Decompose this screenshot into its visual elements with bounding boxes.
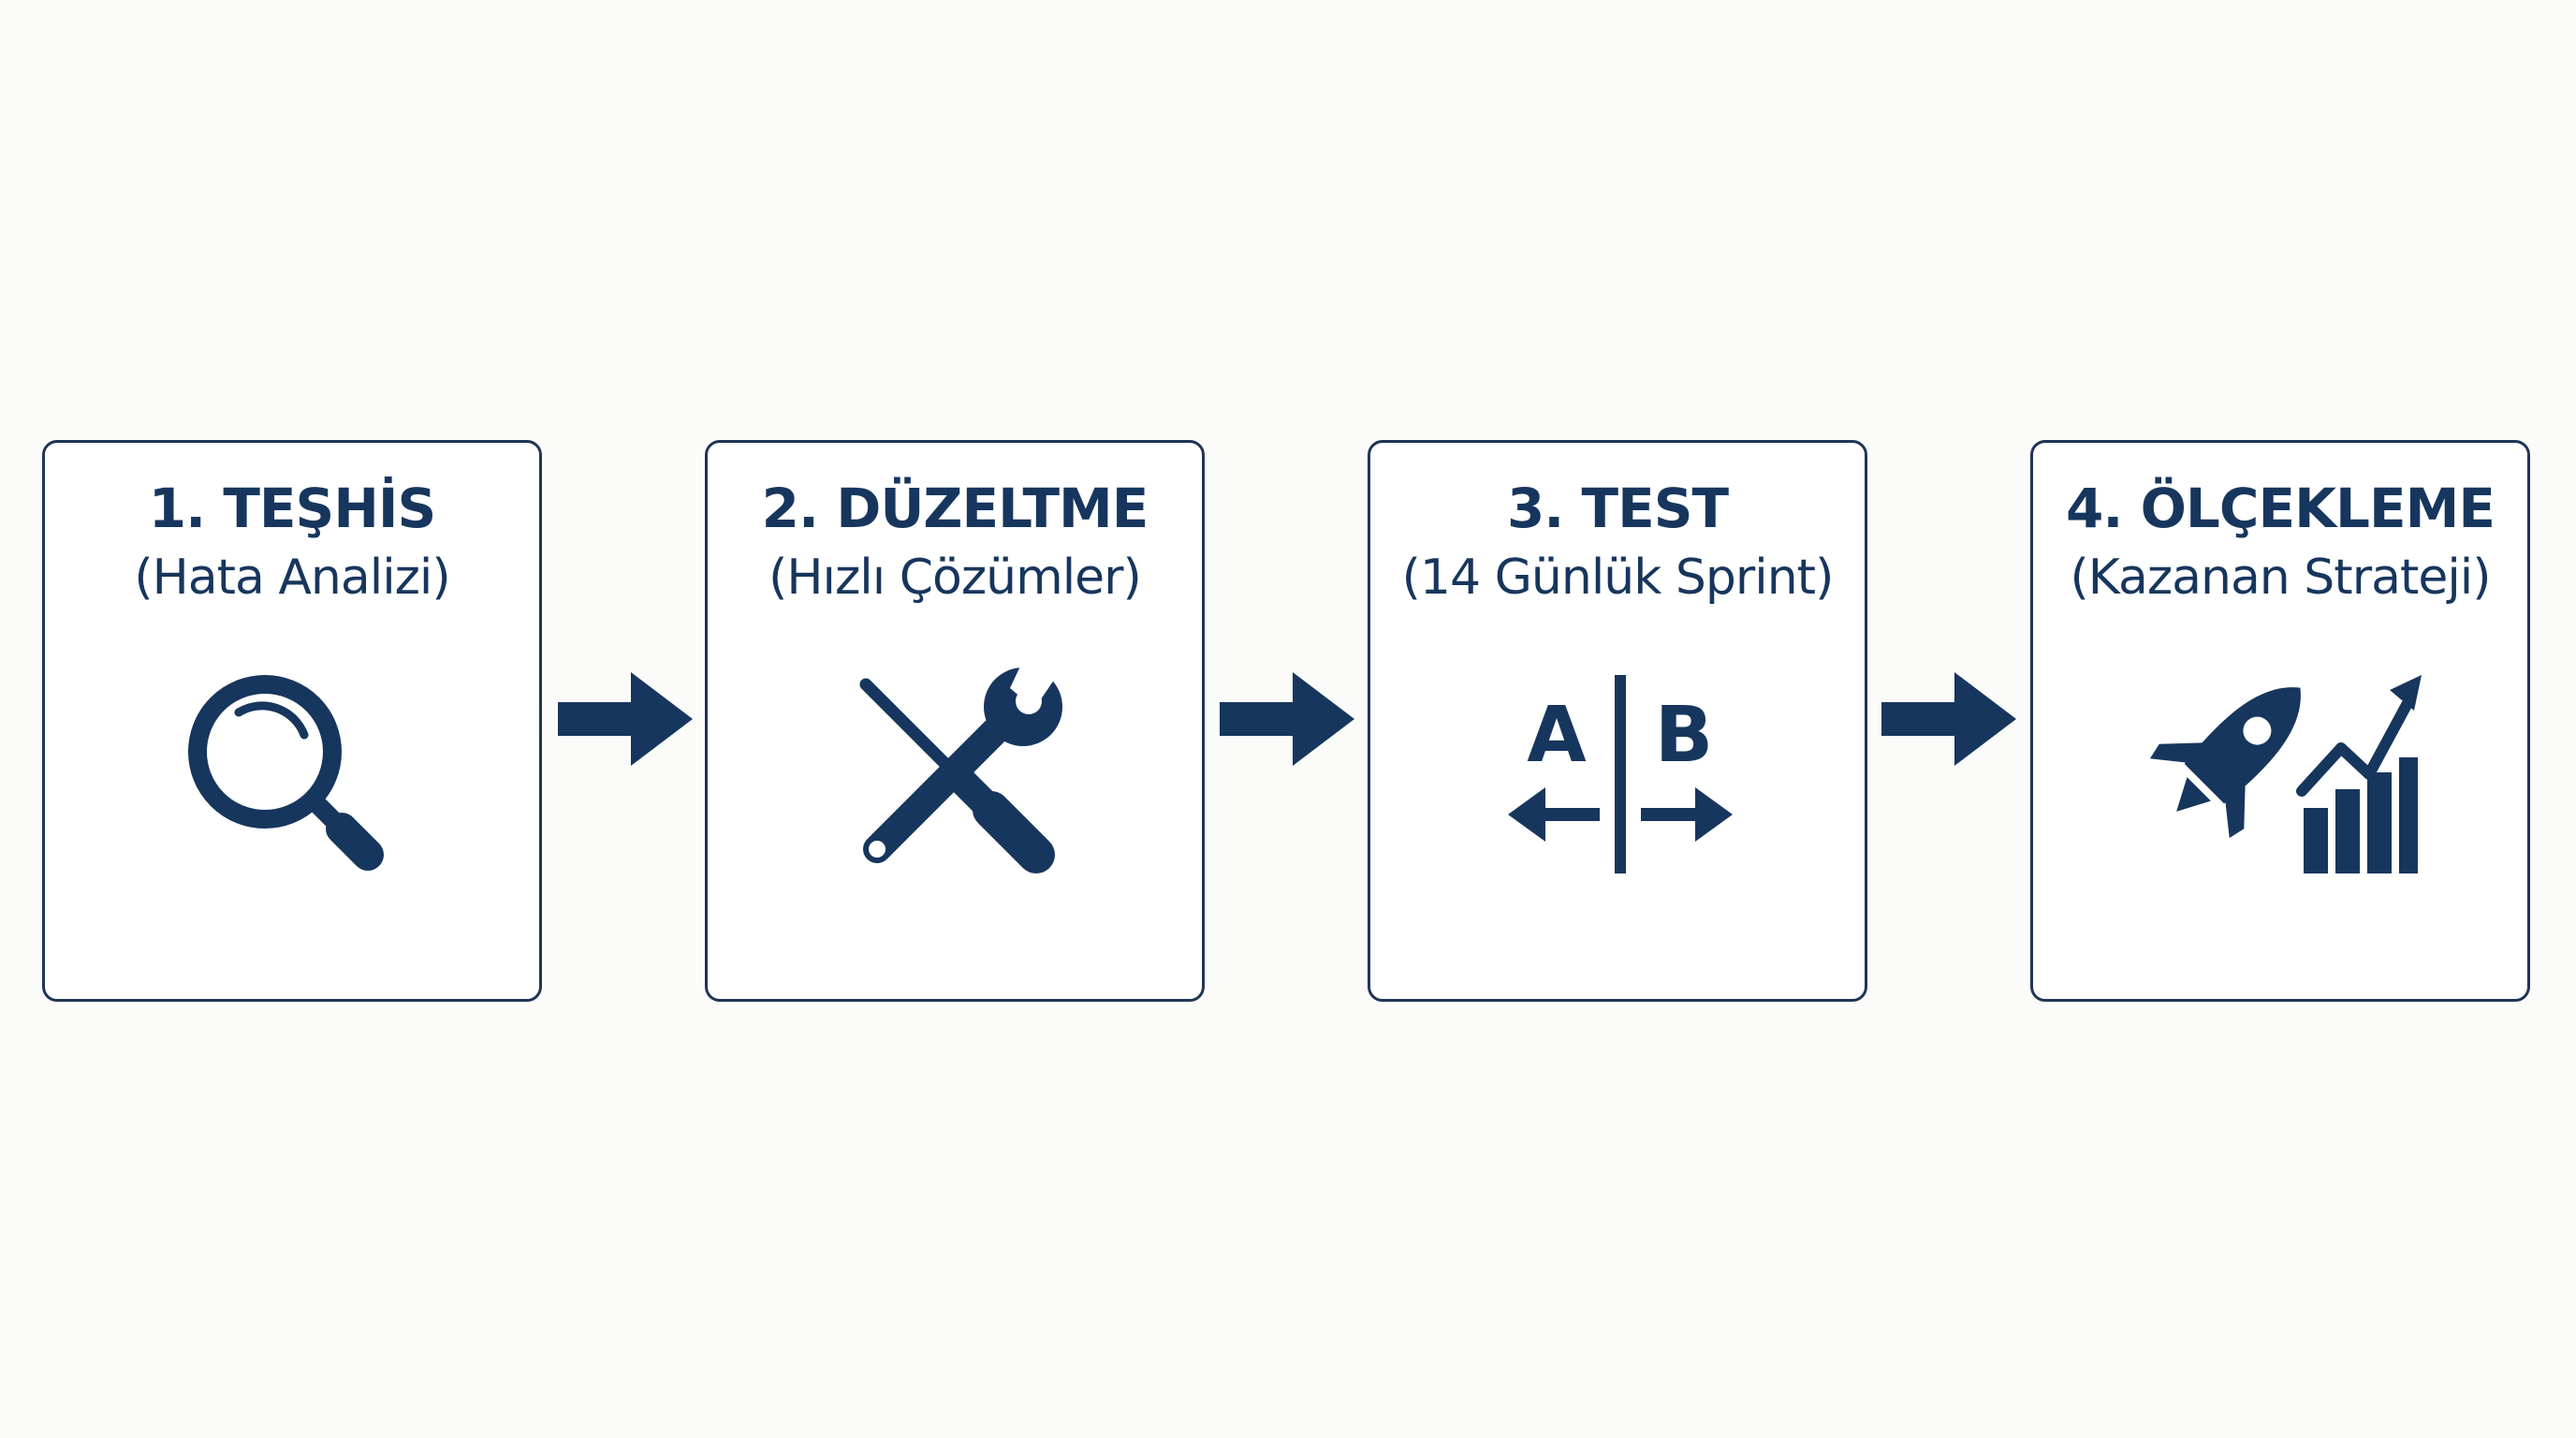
rocket-icon [2149, 687, 2301, 839]
arrow-right-icon [1641, 787, 1733, 842]
step-subtitle: (14 Günlük Sprint) [1401, 550, 1835, 606]
step-title: 3. TEST [1506, 477, 1729, 540]
step-card-fix: 2. DÜZELTME (Hızlı Çözümler) [705, 440, 1205, 1002]
step-card-scale: 4. ÖLÇEKLEME (Kazanan Strateji) [2030, 440, 2530, 1002]
step-card-diagnosis: 1. TEŞHİS (Hata Analizi) [42, 440, 542, 1002]
ab-label-a: A [1527, 691, 1587, 780]
step-card-test: 3. TEST (14 Günlük Sprint) A B [1368, 440, 1867, 1002]
step-title: 1. TEŞHİS [148, 477, 436, 540]
step-title: 2. DÜZELTME [761, 477, 1149, 540]
arrow-right-icon [1880, 670, 2018, 768]
tools-icon [817, 668, 1098, 883]
arrow-left-icon [1508, 787, 1600, 842]
step-subtitle: (Hata Analizi) [134, 550, 450, 606]
ab-label-b: B [1655, 691, 1714, 780]
arrow-right-icon [1218, 670, 1356, 768]
ab-test-icon: A B [1480, 668, 1761, 883]
step-subtitle: (Hızlı Çözümler) [768, 550, 1142, 606]
arrow-right-icon [556, 670, 695, 768]
step-title: 4. ÖLÇEKLEME [2066, 477, 2496, 540]
rocket-growth-icon [2143, 668, 2423, 883]
magnifier-icon [154, 668, 435, 883]
step-subtitle: (Kazanan Strateji) [2070, 550, 2491, 606]
growth-chart-icon [2296, 675, 2422, 873]
